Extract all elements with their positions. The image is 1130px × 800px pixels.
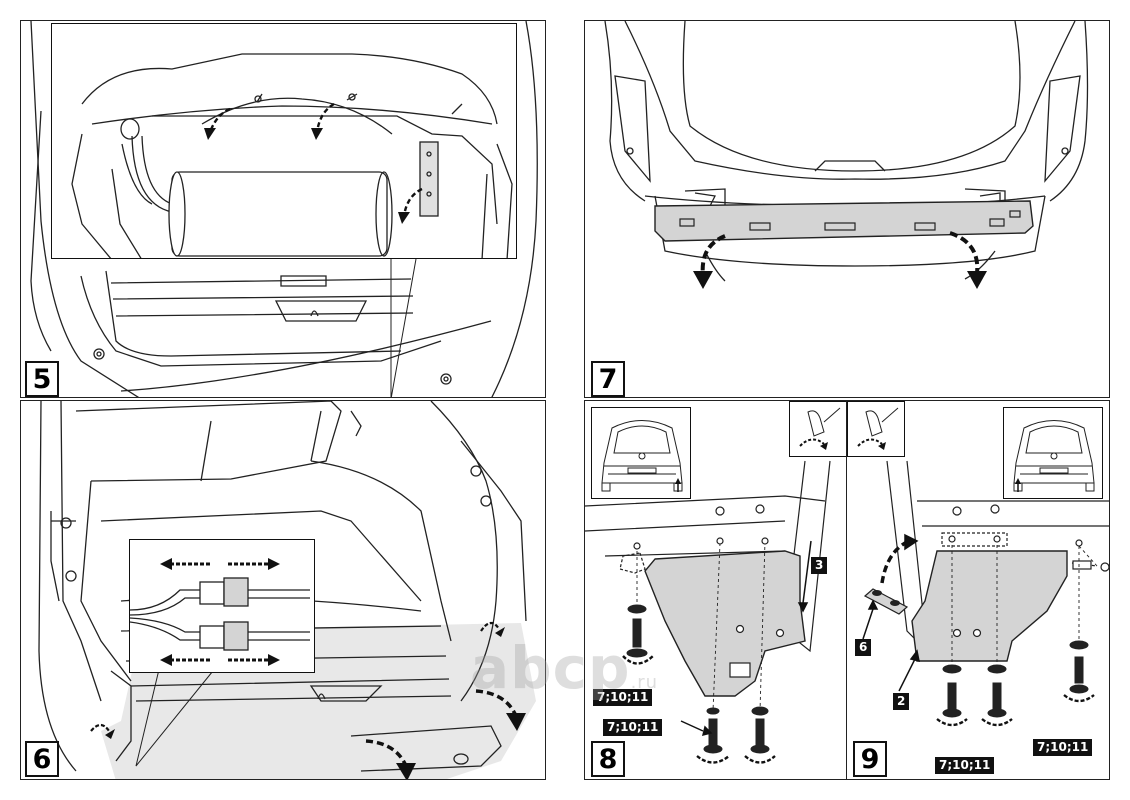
hand-tool-inset [789,401,847,457]
watermark: abcp.ru [470,634,658,702]
panel-step-8: 3 7;10;11 7;10;11 8 [584,400,848,780]
bolt-set-label-right: 7;10;11 [1033,739,1093,756]
curved-arrow-icon [700,231,980,277]
towbar-bracket-right-illustration [862,460,1109,727]
car-rear-thumbnail-drawing [601,420,683,492]
push-arrow-icon [365,689,518,767]
bolt-set-label-bottom: 7;10;11 [603,719,663,736]
watermark-suffix: .ru [630,672,659,693]
step-number-8: 8 [591,741,625,777]
car-rear-thumbnail-drawing [1013,420,1095,492]
towbar-bracket-left-illustration [585,460,831,764]
step-number-5: 5 [25,361,59,397]
rotate-arrow-icon [90,621,500,732]
bolt-set-label-bottom: 7;10;11 [935,757,995,774]
panel-step-7: 7 [584,20,1110,398]
panel-step-5: 5 [20,20,546,398]
step-number-9: 9 [853,741,887,777]
rotate-arrow-icon [622,655,776,764]
bumper-beam-removal-illustration [604,21,1089,289]
car-rear-thumbnail [591,407,691,499]
part-label-2: 2 [893,693,910,710]
step-number-6: 6 [25,741,59,777]
part-label-6: 6 [855,639,872,656]
bolt-set-label-left: 7;10;11 [593,689,653,706]
step-number-7: 7 [591,361,625,397]
hand-tool-icon [799,407,841,450]
panel-step-9: 6 2 7;10;11 7;10;11 9 [846,400,1110,780]
hand-tool-inset [847,401,905,457]
car-rear-thumbnail [1003,407,1103,499]
detail-inset-fasteners [51,23,517,259]
exhaust-clamp-drawing [130,558,310,666]
panel-step-6: 6 [20,400,546,780]
watermark-brand: abcp [470,634,631,702]
hand-tool-icon [857,407,899,450]
detail-inset-exhaust-clamps [129,539,315,673]
rotate-arrow-icon [936,694,1095,727]
part-label-3: 3 [811,557,828,574]
detail-fasteners-drawing [71,53,513,258]
bumper-removal-illustration [30,21,538,397]
